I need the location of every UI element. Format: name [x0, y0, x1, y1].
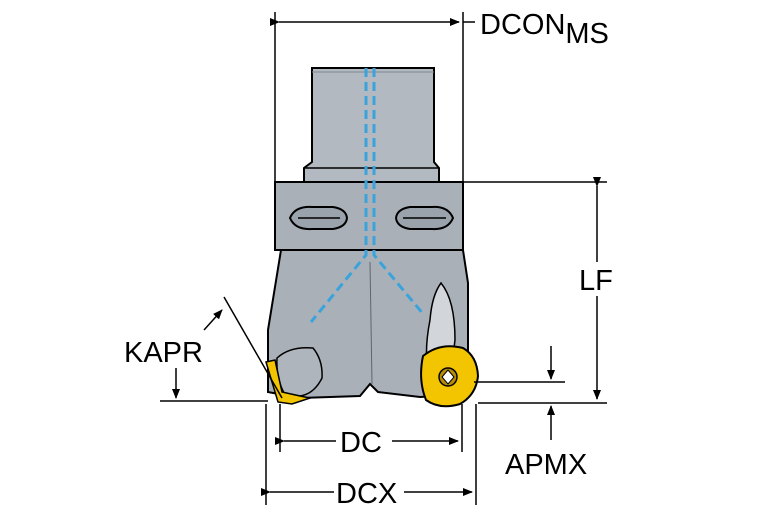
- kapr-angle-line: [223, 296, 283, 399]
- insert-left-outline: [276, 346, 323, 397]
- dcon-label: DCONMS: [480, 9, 609, 50]
- dc-label: DC: [340, 427, 382, 459]
- shank: [303, 67, 440, 183]
- lf-label: LF: [579, 265, 613, 297]
- apmx-label: APMX: [505, 449, 587, 481]
- cutter-illustration: [265, 67, 480, 408]
- kapr-label: KAPR: [124, 337, 203, 369]
- coolant-channels: [309, 68, 426, 323]
- dcx-label: DCX: [336, 478, 397, 510]
- insert-left: [265, 359, 313, 405]
